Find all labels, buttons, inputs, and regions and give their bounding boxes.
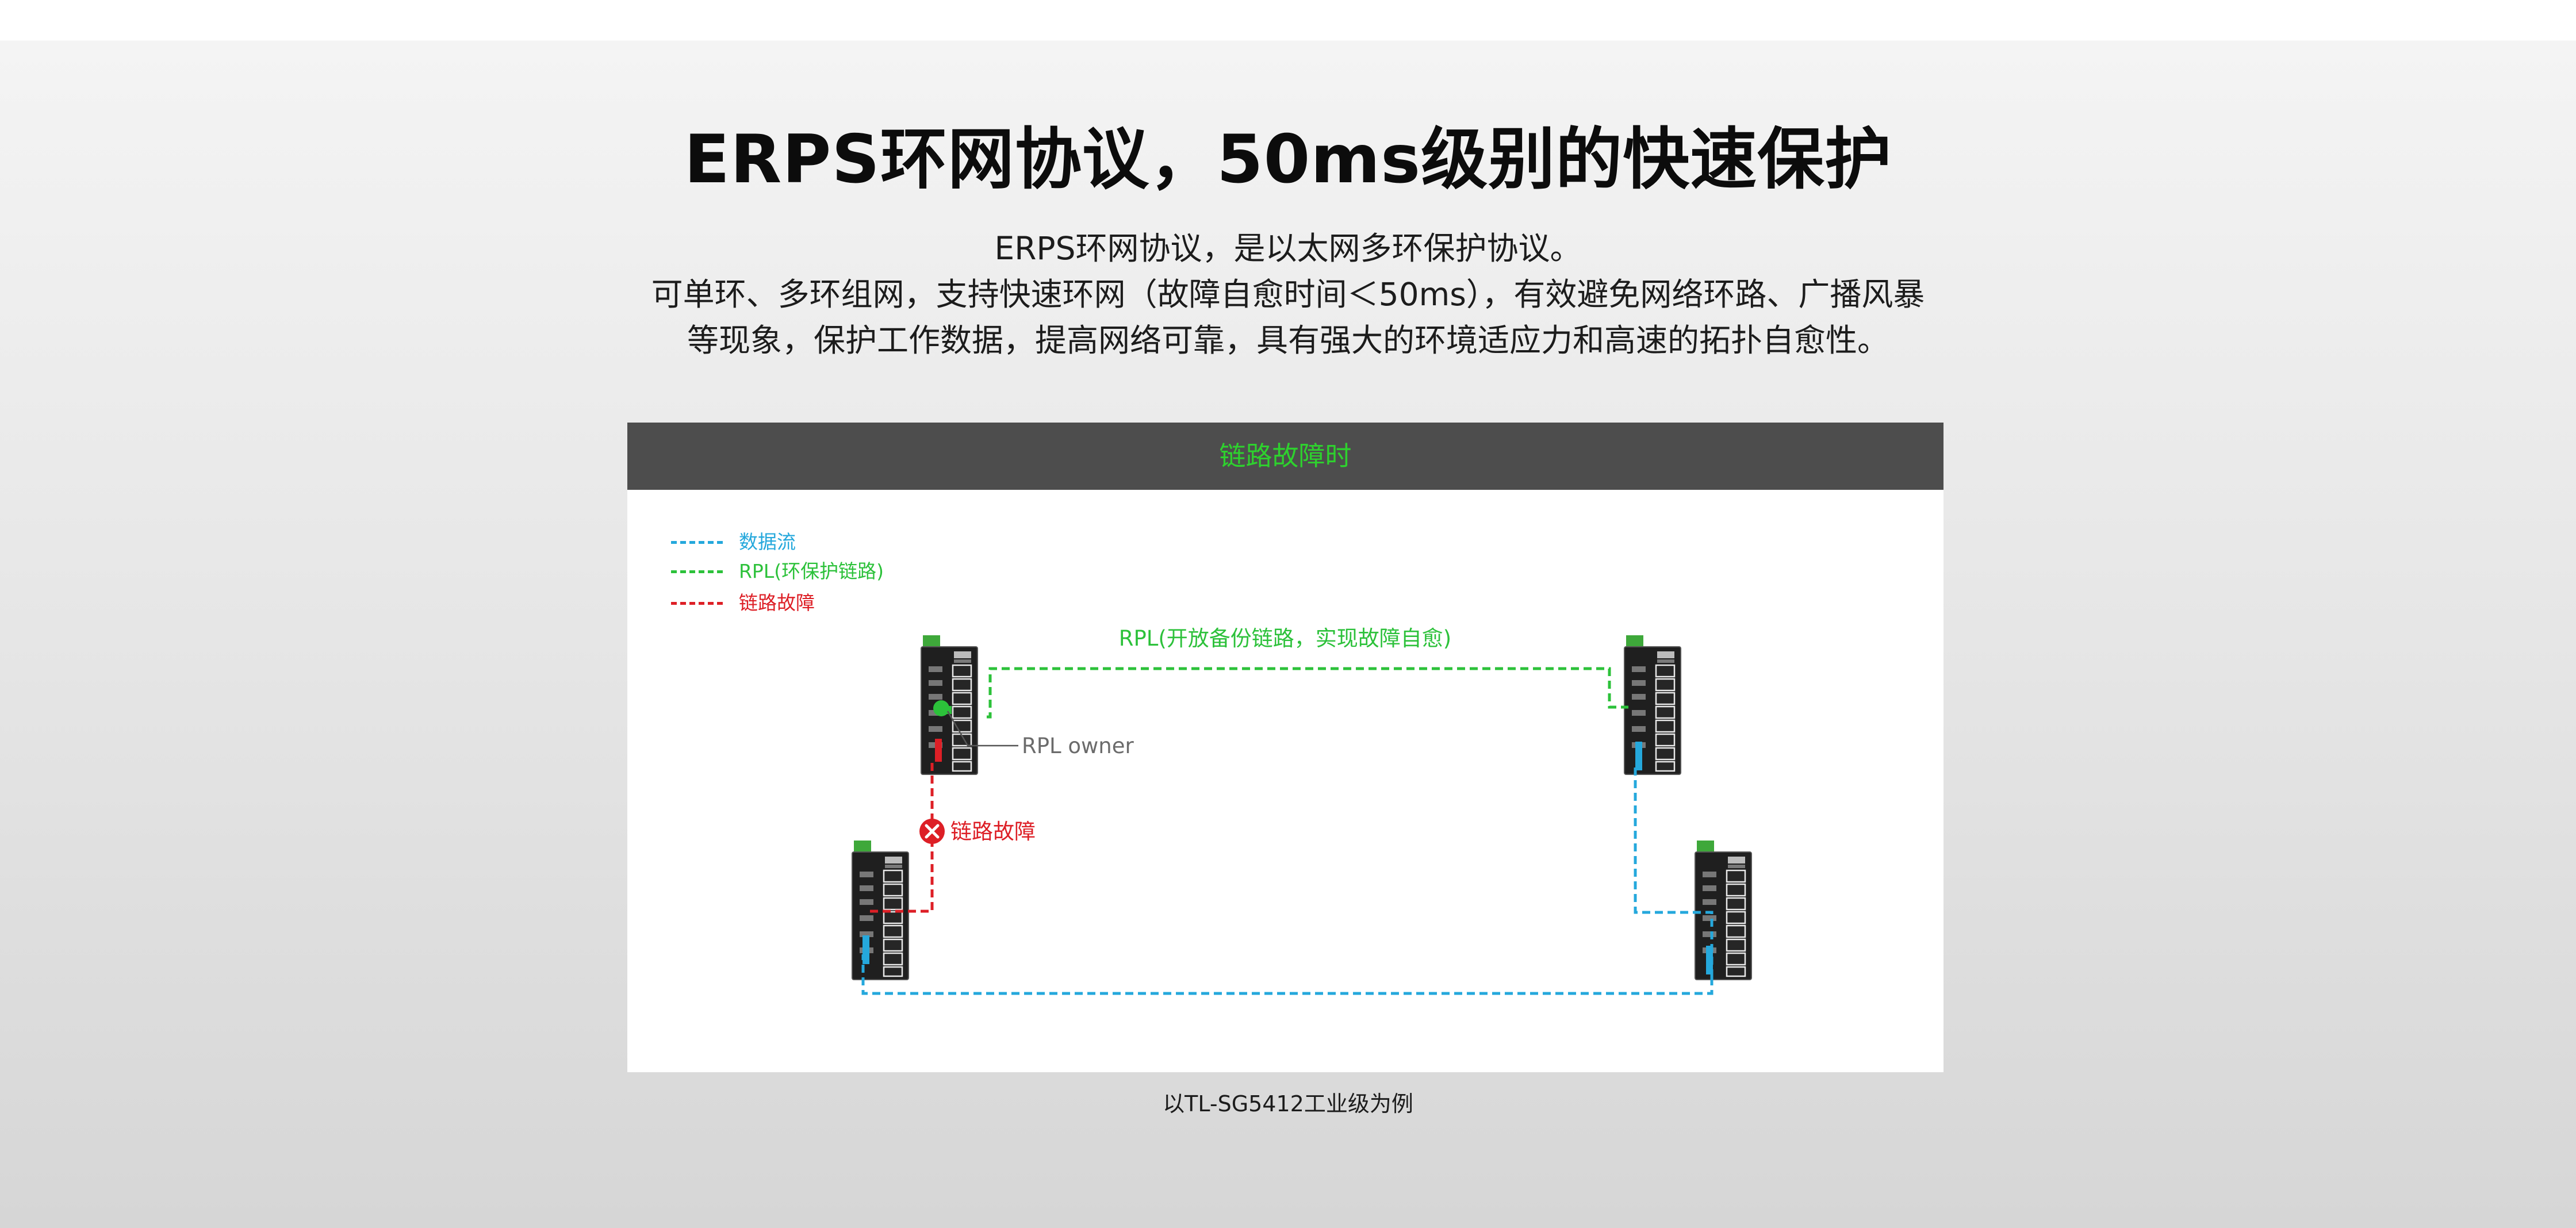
legend-line-green xyxy=(671,570,723,573)
rpl-link-line xyxy=(987,667,1628,719)
example-caption: 以TL-SG5412工业级为例 xyxy=(1163,1091,1413,1116)
data-flow-line-bottom xyxy=(861,954,1713,995)
legend-line-red xyxy=(671,601,723,605)
panel-header: 链路故障时 xyxy=(627,423,1943,490)
description-line-2: 可单环、多环组网，支持快速环网（故障自愈时间＜50ms），有效避免网络环路、广播… xyxy=(651,276,1925,313)
description-line-3: 等现象，保护工作数据，提高网络可靠，具有强大的环境适应力和高速的拓扑自愈性。 xyxy=(687,322,1889,359)
rpl-owner-label: RPL owner xyxy=(1022,734,1134,758)
faulty-link-line xyxy=(866,763,934,913)
data-flow-line-right xyxy=(1634,768,1713,977)
legend-item-data-flow: 数据流 xyxy=(671,528,796,557)
switch-top-right-icon xyxy=(1623,634,1682,776)
faulty-port-marker xyxy=(935,739,942,762)
rpl-owner-pointer xyxy=(946,711,1018,747)
description-line-1: ERPS环网协议，是以太网多环保护协议。 xyxy=(994,230,1582,267)
rpl-open-backup-label: RPL(开放备份链路，实现故障自愈) xyxy=(1119,626,1452,651)
port-marker-blue xyxy=(1706,946,1713,974)
ring-topology-diagram: RPL(开放备份链路，实现故障自愈) RPL owner 链路故障 xyxy=(851,626,1753,995)
switch-top-left-icon xyxy=(920,634,979,776)
legend-label: 数据流 xyxy=(739,531,796,553)
link-fault-label: 链路故障 xyxy=(950,819,1036,844)
diagram-panel: 链路故障时 数据流 RPL(环保护链路) 链路故障 xyxy=(627,423,1943,1072)
legend-line-blue xyxy=(671,540,723,544)
legend-item-link-fault: 链路故障 xyxy=(671,589,815,617)
page-title: ERPS环网协议，50ms级别的快速保护 xyxy=(684,121,1892,198)
fault-x-icon xyxy=(925,824,940,839)
legend-item-rpl: RPL(环保护链路) xyxy=(671,557,884,586)
port-marker-blue xyxy=(1635,742,1642,770)
legend-label: RPL(环保护链路) xyxy=(739,560,884,582)
rpl-owner-marker xyxy=(933,700,949,716)
switch-bottom-right-icon xyxy=(1694,839,1753,981)
legend-label: 链路故障 xyxy=(739,592,815,614)
